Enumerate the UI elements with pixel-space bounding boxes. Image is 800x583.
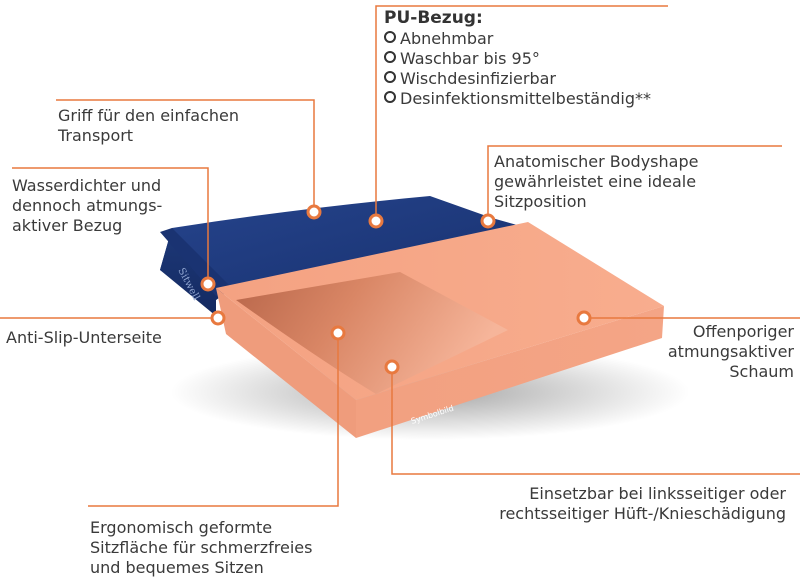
foam-front-right bbox=[356, 306, 664, 438]
callout-anatomic: Anatomischer Bodyshape gewährleistet ein… bbox=[494, 152, 699, 211]
callout-anti-slip: Anti-Slip-Unterseite bbox=[6, 328, 162, 347]
dot-ergonomic bbox=[330, 325, 346, 341]
pu-cover-title: PU-Bezug: bbox=[384, 8, 483, 28]
bullet-icon bbox=[384, 31, 396, 43]
marker-dots bbox=[200, 204, 592, 375]
line-usable bbox=[391, 368, 800, 475]
line-anatomic bbox=[487, 145, 782, 222]
dot-handle bbox=[306, 204, 322, 220]
line-pu-cover bbox=[375, 5, 668, 220]
line-waterproof bbox=[12, 167, 209, 284]
cushion-cover-top bbox=[160, 196, 528, 300]
dot-anatomic bbox=[480, 213, 496, 229]
pu-cover-item: Desinfektionsmittelbeständig** bbox=[384, 89, 651, 109]
dot-usable bbox=[384, 359, 400, 375]
callout-waterproof: Wasserdichter und dennoch atmungs- aktiv… bbox=[12, 176, 163, 235]
dot-foam bbox=[576, 310, 592, 326]
connector-lines bbox=[0, 5, 800, 507]
dot-waterproof bbox=[200, 276, 216, 292]
bullet-icon bbox=[384, 71, 396, 83]
foam-front-left bbox=[216, 288, 356, 438]
pu-cover-item: Wischdesinfizierbar bbox=[384, 69, 651, 89]
pu-cover-block: PU-Bezug: Abnehmbar Waschbar bis 95° Wis… bbox=[384, 8, 651, 109]
dot-pu-cover bbox=[368, 213, 384, 229]
pu-cover-item: Waschbar bis 95° bbox=[384, 49, 651, 69]
foam-seat-well bbox=[236, 272, 508, 394]
line-ergonomic bbox=[88, 334, 339, 507]
callout-usable: Einsetzbar bei linksseitiger oder rechts… bbox=[499, 484, 786, 523]
callout-foam: Offenporiger atmungsaktiver Schaum bbox=[667, 322, 794, 381]
cushion-cover-edge bbox=[160, 228, 232, 296]
bullet-icon bbox=[384, 91, 396, 103]
line-handle bbox=[56, 99, 315, 212]
callout-ergonomic: Ergonomisch geformte Sitzfläche für schm… bbox=[90, 518, 313, 577]
pu-cover-item: Abnehmbar bbox=[384, 29, 651, 49]
bullet-icon bbox=[384, 51, 396, 63]
callout-handle: Griff für den einfachen Transport bbox=[58, 106, 239, 145]
dot-anti-slip bbox=[210, 310, 226, 326]
